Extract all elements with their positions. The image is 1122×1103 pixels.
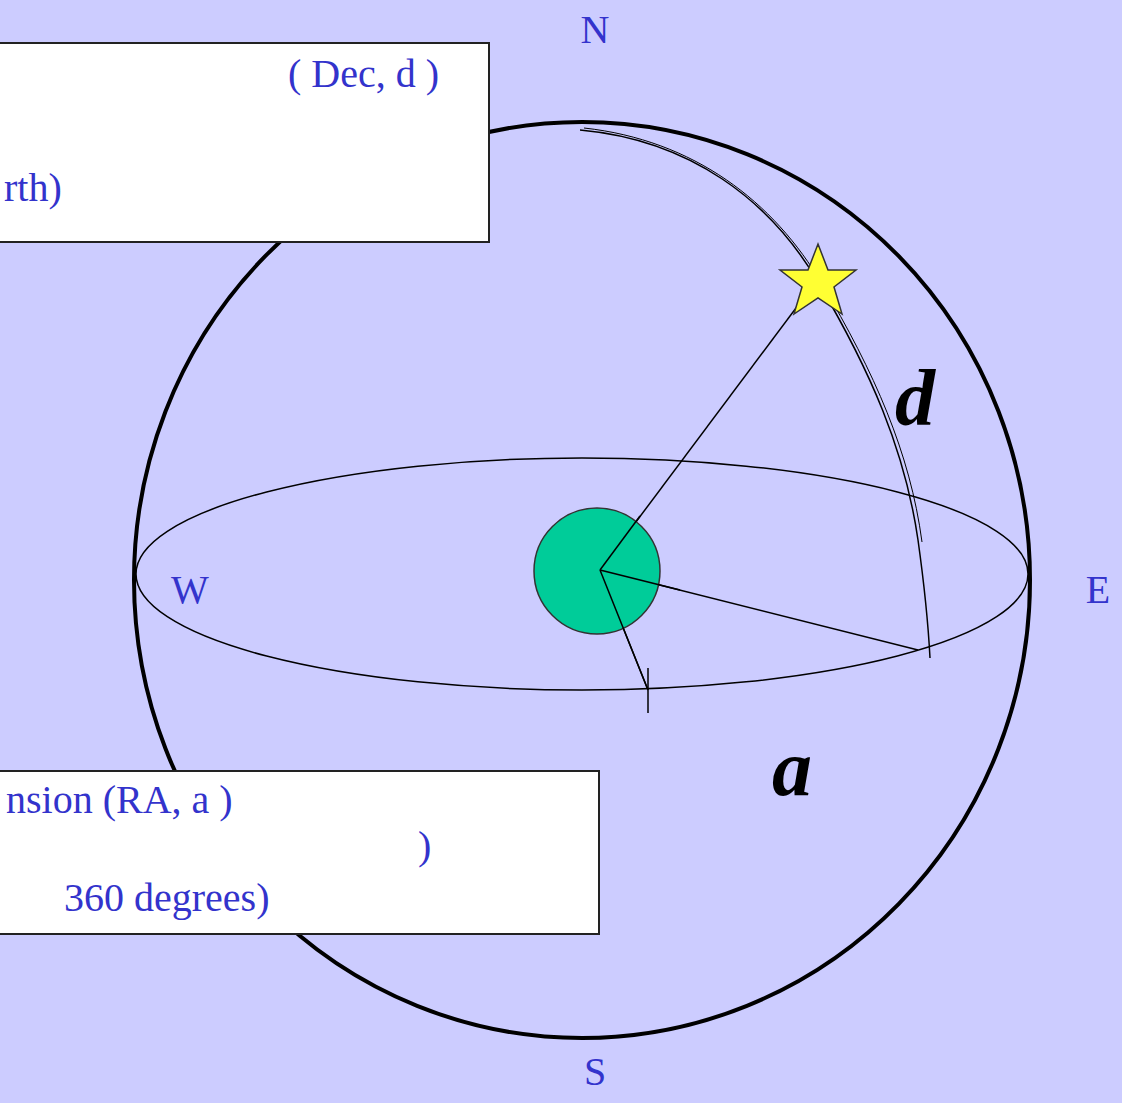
declination-heading: ( Dec, d ) (288, 52, 439, 96)
right-ascension-symbol: a (772, 728, 812, 808)
vernal-equinox-line-front (600, 570, 648, 690)
declination-box: ( Dec, d ) rth) (0, 42, 490, 243)
right-ascension-range: 360 degrees) (64, 876, 269, 920)
declination-note: rth) (4, 166, 62, 210)
declination-symbol: d (895, 358, 935, 438)
right-ascension-unit: ) (418, 824, 431, 868)
west-label: W (171, 570, 209, 610)
equinox-tick (647, 668, 649, 713)
right-ascension-box: nsion (RA, a )) 360 degrees) (0, 770, 600, 935)
hour-circle-arc (580, 130, 930, 658)
ra-direction-line-front (600, 570, 680, 590)
ra-direction-line (600, 570, 918, 650)
star-direction-line (600, 292, 808, 570)
earth (534, 508, 660, 634)
star-direction-line-front (600, 516, 640, 570)
right-ascension-heading: nsion (RA, a ) (6, 778, 233, 822)
star (780, 244, 856, 314)
north-label: N (581, 10, 610, 50)
celestial-equator (136, 458, 1028, 690)
east-label: E (1086, 570, 1110, 610)
south-label: S (584, 1052, 606, 1092)
hour-circle-arc-inner (584, 128, 922, 542)
